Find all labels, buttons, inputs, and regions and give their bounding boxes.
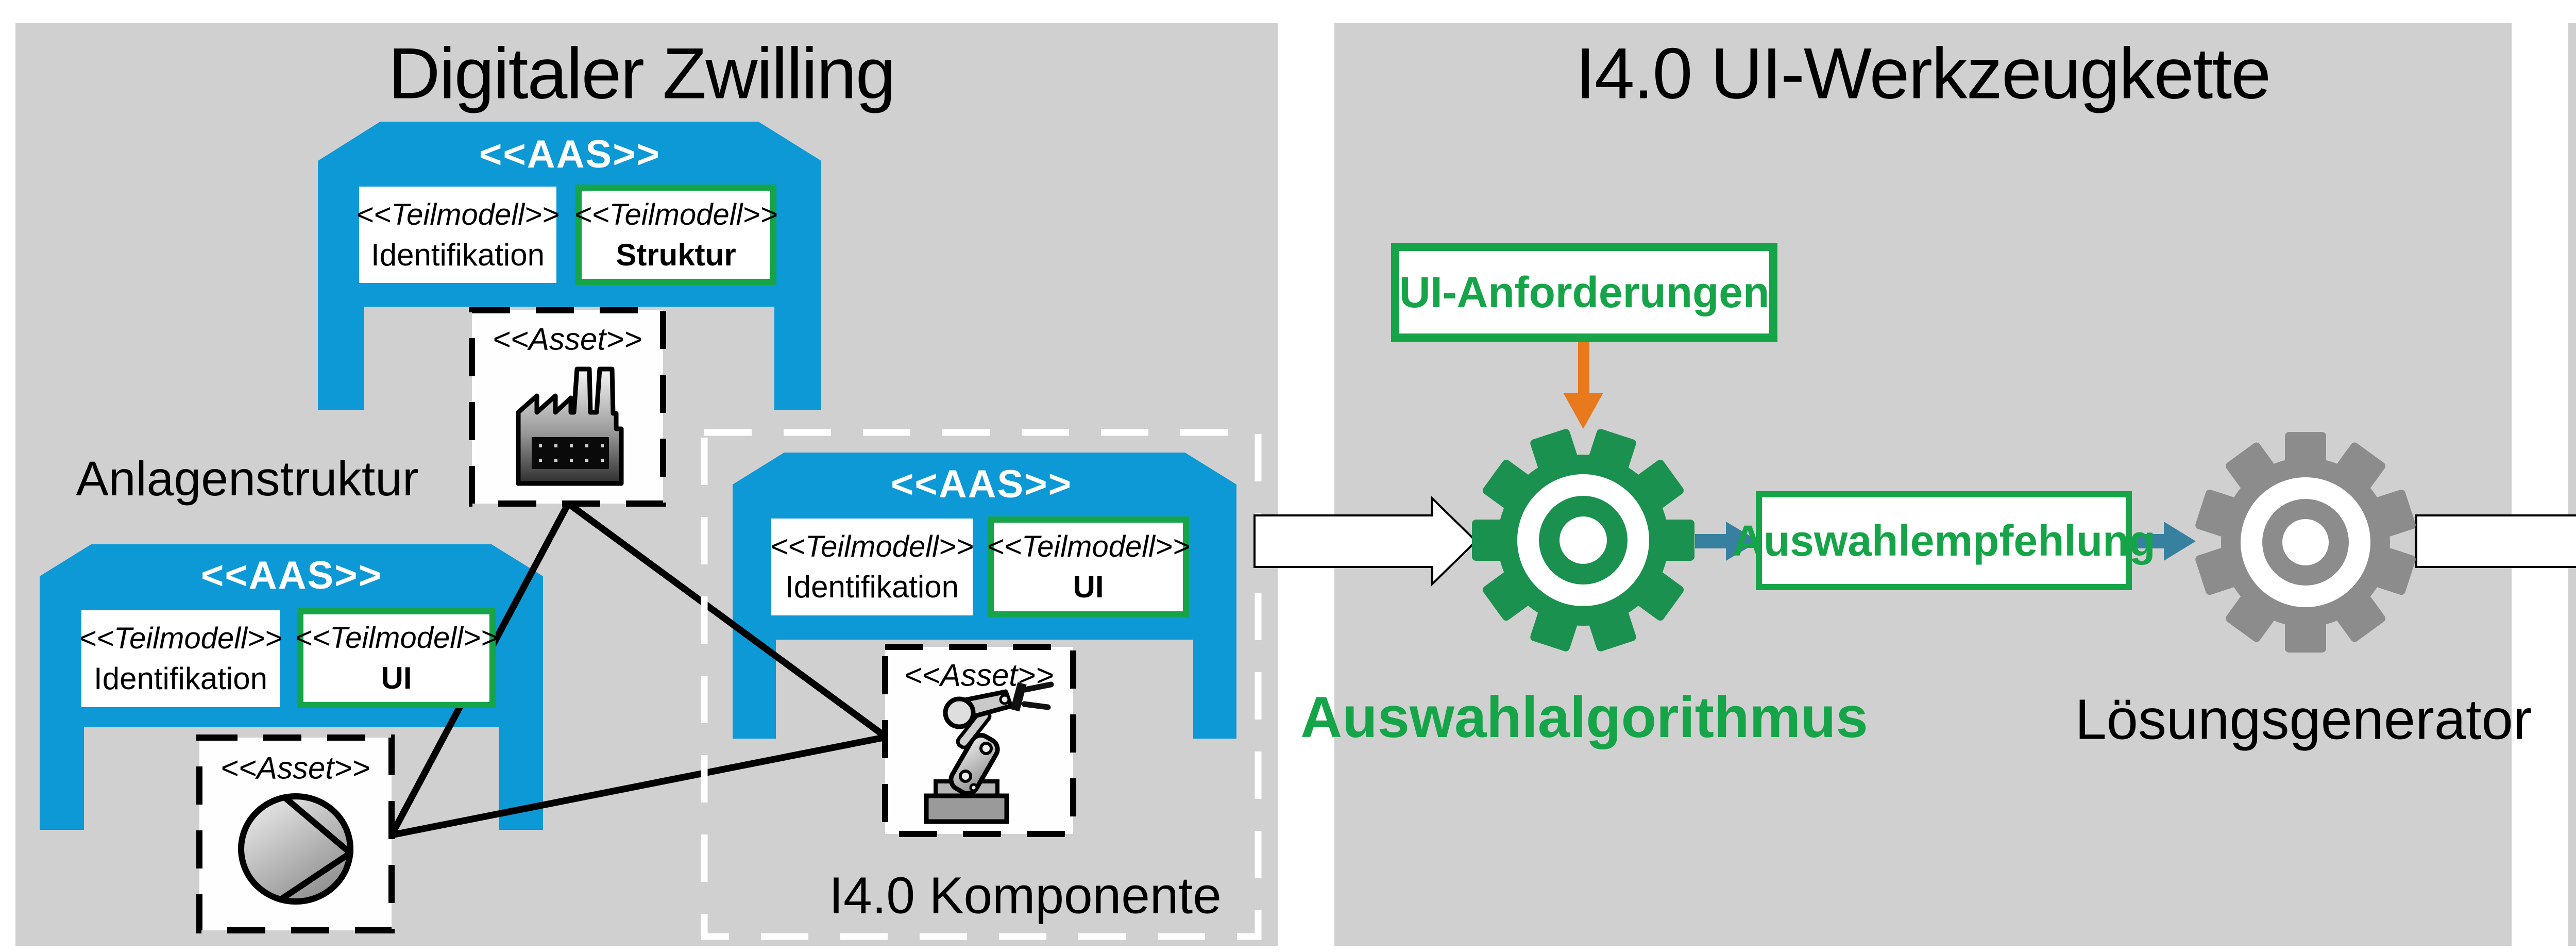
- aas-stereotype-komponente: <<AAS>>: [891, 462, 1072, 507]
- submodel-stereotype: <<Teilmodell>>: [295, 621, 498, 655]
- anlagenstruktur-label: Anlagenstruktur: [76, 452, 419, 507]
- aas-stereotype-bottom-left: <<AAS>>: [201, 554, 382, 598]
- asset-stereotype-pump: <<Asset>>: [220, 750, 370, 786]
- block-arrow-middle-to-right: [2415, 514, 2576, 568]
- submodel-name: Struktur: [616, 237, 736, 272]
- submodel-box-identifikation-3: <<Teilmodell>> Identifikation: [770, 519, 974, 615]
- asset-stereotype-factory: <<Asset>>: [492, 322, 642, 357]
- teal-arrow-1: [1695, 522, 1759, 561]
- submodel-name: Identifikation: [94, 661, 267, 696]
- submodel-stereotype: <<Teilmodell>>: [574, 197, 778, 231]
- robot-icon: [924, 681, 1054, 824]
- block-arrow-left-to-middle: [1253, 496, 1478, 587]
- solution-generator-label: Lösungsgenerator: [2075, 688, 2532, 751]
- ui-requirements-box: UI-Anforderungen: [1391, 243, 1777, 342]
- submodel-stereotype: <<Teilmodell>>: [770, 530, 974, 563]
- submodel-stereotype: <<Teilmodell>>: [79, 622, 282, 655]
- selection-recommendation-label: Auswahlempfehlung: [1732, 516, 2156, 565]
- selection-recommendation-box: Auswahlempfehlung: [1732, 491, 2156, 590]
- asset-stereotype-robot: <<Asset>>: [904, 658, 1054, 693]
- submodel-stereotype: <<Teilmodell>>: [987, 530, 1190, 563]
- selection-algorithm-label: Auswahlalgorithmus: [1300, 685, 1868, 750]
- panel-ui-solutions: [2568, 23, 2576, 946]
- komponente-label: I4.0 Komponente: [829, 866, 1222, 925]
- factory-window-band: [532, 437, 609, 469]
- panel-title-digital-twin: Digitaler Zwilling: [388, 32, 895, 114]
- submodel-stereotype: <<Teilmodell>>: [356, 197, 560, 231]
- ui-requirements-label: UI-Anforderungen: [1399, 268, 1770, 316]
- pump-icon: [238, 793, 353, 905]
- selection-algorithm-gear-icon: [1472, 429, 1694, 652]
- submodel-name: UI: [1073, 570, 1104, 604]
- komponente-dashed-frame: [701, 429, 1262, 940]
- solution-generator-gear-icon: [2195, 432, 2416, 653]
- panel-title-toolchain: I4.0 UI-Werkzeugkette: [1575, 32, 2271, 114]
- submodel-box-identifikation-2: <<Teilmodell>> Identifikation: [79, 610, 282, 707]
- line-pump-robot: [391, 733, 887, 839]
- submodel-box-ui-3: <<Teilmodell>> UI: [987, 516, 1190, 617]
- line-factory-robot: [566, 500, 888, 740]
- teal-arrow-2: [2136, 522, 2196, 561]
- submodel-name: Identifikation: [371, 237, 545, 272]
- submodel-name: UI: [381, 661, 412, 695]
- factory-windows: [539, 444, 604, 462]
- submodel-box-struktur: <<Teilmodell>> Struktur: [574, 185, 778, 285]
- submodel-box-identifikation-1: <<Teilmodell>> Identifikation: [356, 187, 560, 283]
- aas-stereotype-top: <<AAS>>: [479, 132, 660, 177]
- submodel-box-ui-2: <<Teilmodell>> UI: [295, 608, 498, 708]
- factory-icon: [516, 366, 624, 486]
- submodel-name: Identifikation: [785, 570, 959, 604]
- orange-arrow: [1563, 342, 1603, 429]
